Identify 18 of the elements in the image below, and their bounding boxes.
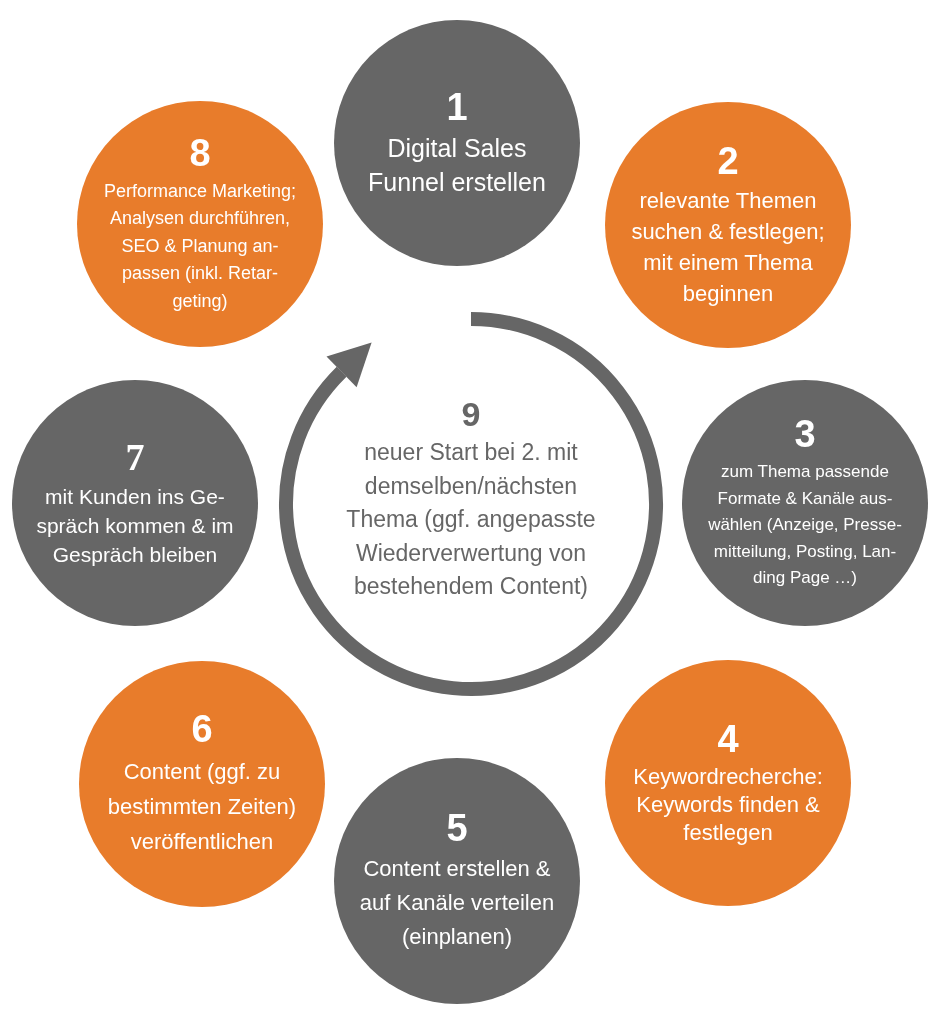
step-number: 6 xyxy=(191,709,213,751)
step-number: 3 xyxy=(794,414,816,457)
step-description: relevante Themen suchen & festlegen; mit einem Thema beginnen xyxy=(630,187,826,309)
step-description: Digital Sales Funnel erstellen xyxy=(367,133,547,199)
step-description: Keywordrecherche: Keywords finden & festlegen xyxy=(632,763,824,848)
step-number: 1 xyxy=(446,86,468,129)
step-number: 2 xyxy=(717,140,739,183)
step-description: Content (ggf. zu bestimmten Zeiten) veröffentlichen xyxy=(106,757,298,856)
step-number: 5 xyxy=(446,807,468,850)
step-number: 7 xyxy=(125,437,145,479)
step-description: Content erstellen & auf Kanäle verteilen (einplanen) xyxy=(358,855,556,952)
step-description: Performance Marketing; Analysen durchführen, SEO & Planung an- passen (inkl. Retar- geting) xyxy=(102,179,298,313)
step-description: zum Thema passende Formate & Kanäle aus- wählen (Anzeige, Presse- mitteilung, Posting, Lan- ding Page …) xyxy=(707,461,903,590)
step-description: mit Kunden ins Ge- spräch kommen & im Gespräch bleiben xyxy=(35,483,235,568)
step-number: 9 xyxy=(461,396,481,434)
step-description: neuer Start bei 2. mit demselben/nächsten Thema (ggf. angepasste Wiederverwertung von bestehendem Content) xyxy=(345,438,597,602)
step-number: 8 xyxy=(189,132,211,175)
step-number: 4 xyxy=(717,718,739,761)
